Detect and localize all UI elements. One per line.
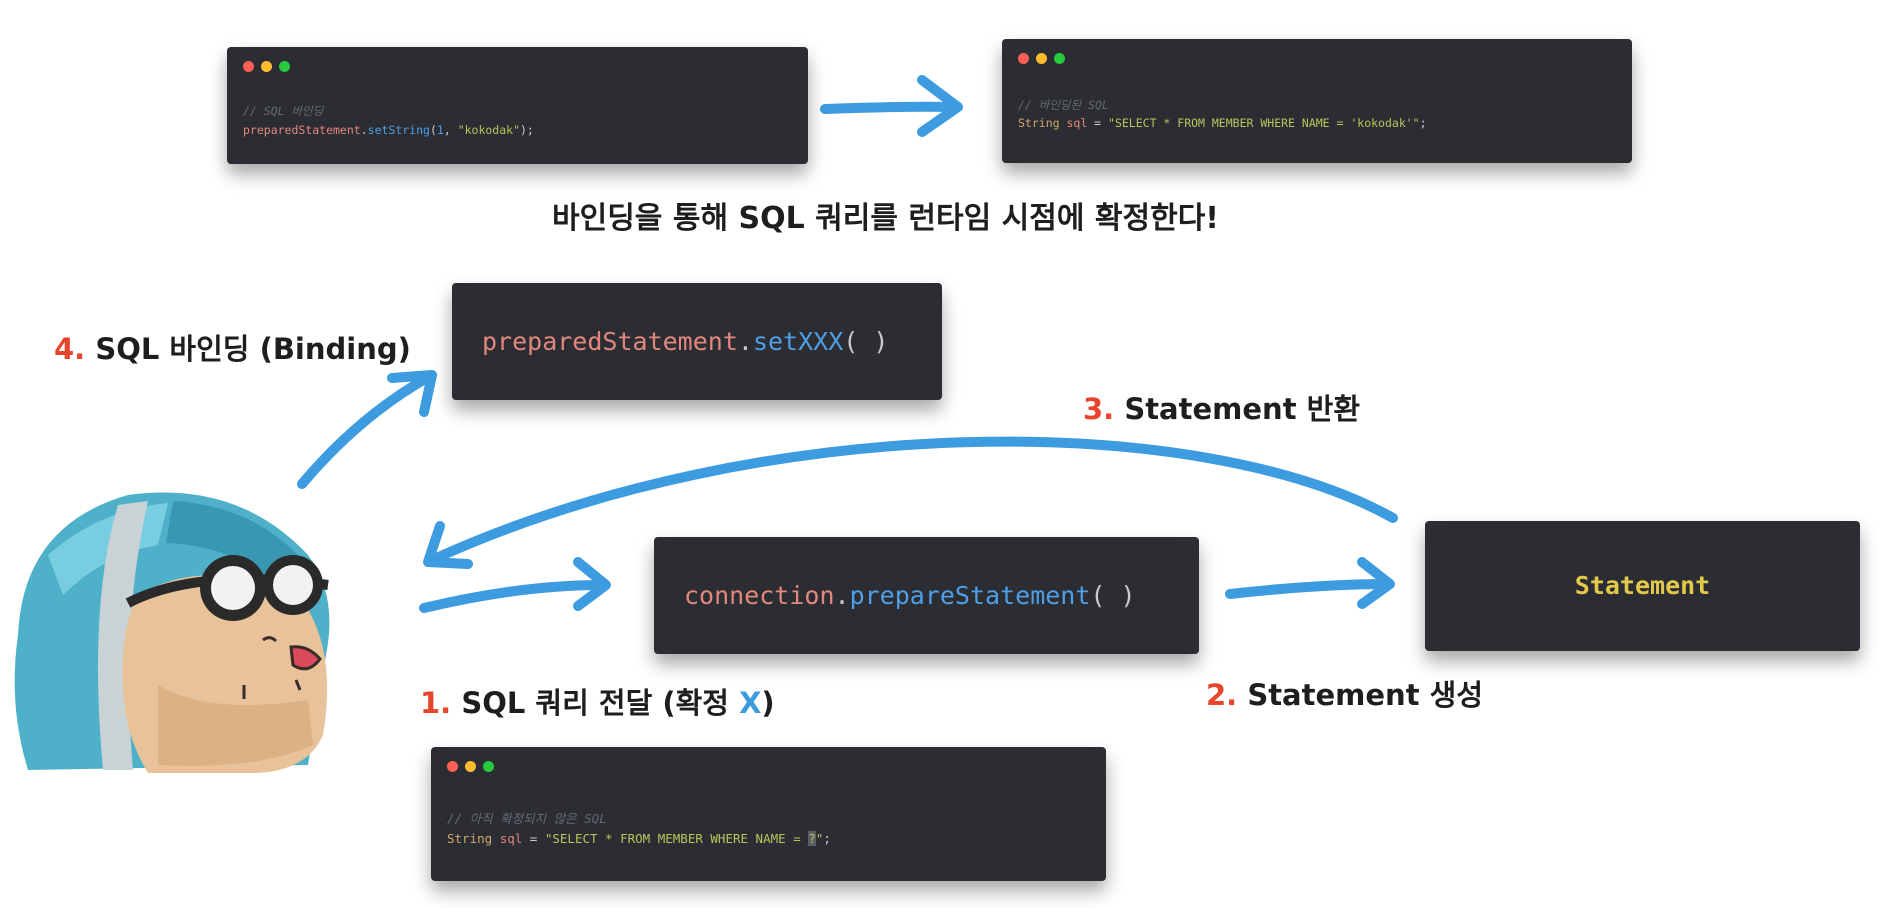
minimize-dot-icon <box>465 761 476 772</box>
step1-text: SQL 쿼리 전달 (확정 <box>461 686 740 720</box>
step3-arrow <box>427 436 1398 565</box>
code-comment: // 아직 확정되지 않은 SQL <box>447 811 607 826</box>
statement-label: Statement <box>1574 571 1711 600</box>
maximize-dot-icon <box>1054 53 1065 64</box>
code-line: String sql = "SELECT * FROM MEMBER WHERE… <box>1018 116 1427 130</box>
step3-arrow-head <box>423 521 473 569</box>
maximize-dot-icon <box>483 761 494 772</box>
window-controls <box>1018 53 1065 64</box>
step1-arrow-head <box>573 557 611 611</box>
minimize-dot-icon <box>1036 53 1047 64</box>
window-controls <box>447 761 494 772</box>
binding-caption: 바인딩을 통해 SQL 쿼리를 런타임 시점에 확정한다! <box>552 201 1219 236</box>
step4-arrow-head <box>387 370 437 417</box>
set-xxx-code: preparedStatement.setXXX( ) <box>482 327 889 356</box>
code-line: preparedStatement.setString(1, "kokodak"… <box>243 123 534 137</box>
set-xxx-box: preparedStatement.setXXX( ) <box>452 283 942 400</box>
code-line: String sql = "SELECT * FROM MEMBER WHERE… <box>447 831 831 846</box>
prepare-statement-box: connection.prepareStatement( ) <box>654 537 1199 654</box>
step1-arrow <box>419 580 608 613</box>
step2-number: 2. <box>1206 678 1238 712</box>
step4-arrow <box>297 370 437 489</box>
step1-number: 1. <box>420 686 452 720</box>
step3-label: 3. Statement 반환 <box>1083 386 1360 428</box>
bound-sql-code-window: // 바인딩된 SQL String sql = "SELECT * FROM … <box>1002 39 1632 163</box>
sql-placeholder: ? <box>808 831 816 846</box>
step1-highlight: X <box>739 686 762 720</box>
step4-text: SQL 바인딩 (Binding) <box>95 332 411 366</box>
goggles-mascot-icon <box>14 492 330 773</box>
step2-text: Statement 생성 <box>1247 678 1484 712</box>
step4-label: 4. SQL 바인딩 (Binding) <box>54 326 411 368</box>
close-dot-icon <box>243 61 254 72</box>
step2-label: 2. Statement 생성 <box>1206 672 1483 714</box>
close-dot-icon <box>447 761 458 772</box>
step2-arrow <box>1225 579 1393 599</box>
window-controls <box>243 61 290 72</box>
step3-text: Statement 반환 <box>1124 392 1361 426</box>
maximize-dot-icon <box>279 61 290 72</box>
code-comment: // 바인딩된 SQL <box>1018 98 1109 112</box>
step4-number: 4. <box>54 332 86 366</box>
step1-label: 1. SQL 쿼리 전달 (확정 X) <box>420 680 775 722</box>
code-comment: // SQL 바인딩 <box>243 104 324 118</box>
step2-arrow-head <box>1357 557 1395 609</box>
step1-close: ) <box>761 686 775 720</box>
unbound-sql-code-window: // 아직 확정되지 않은 SQL String sql = "SELECT *… <box>431 747 1106 881</box>
close-dot-icon <box>1018 53 1029 64</box>
binding-arrow <box>820 101 960 114</box>
statement-box: Statement <box>1425 521 1860 651</box>
minimize-dot-icon <box>261 61 272 72</box>
prepare-statement-code: connection.prepareStatement( ) <box>684 581 1136 610</box>
binding-arrow-head <box>917 75 963 137</box>
binding-code-window: // SQL 바인딩 preparedStatement.setString(1… <box>227 47 808 164</box>
step3-number: 3. <box>1083 392 1115 426</box>
